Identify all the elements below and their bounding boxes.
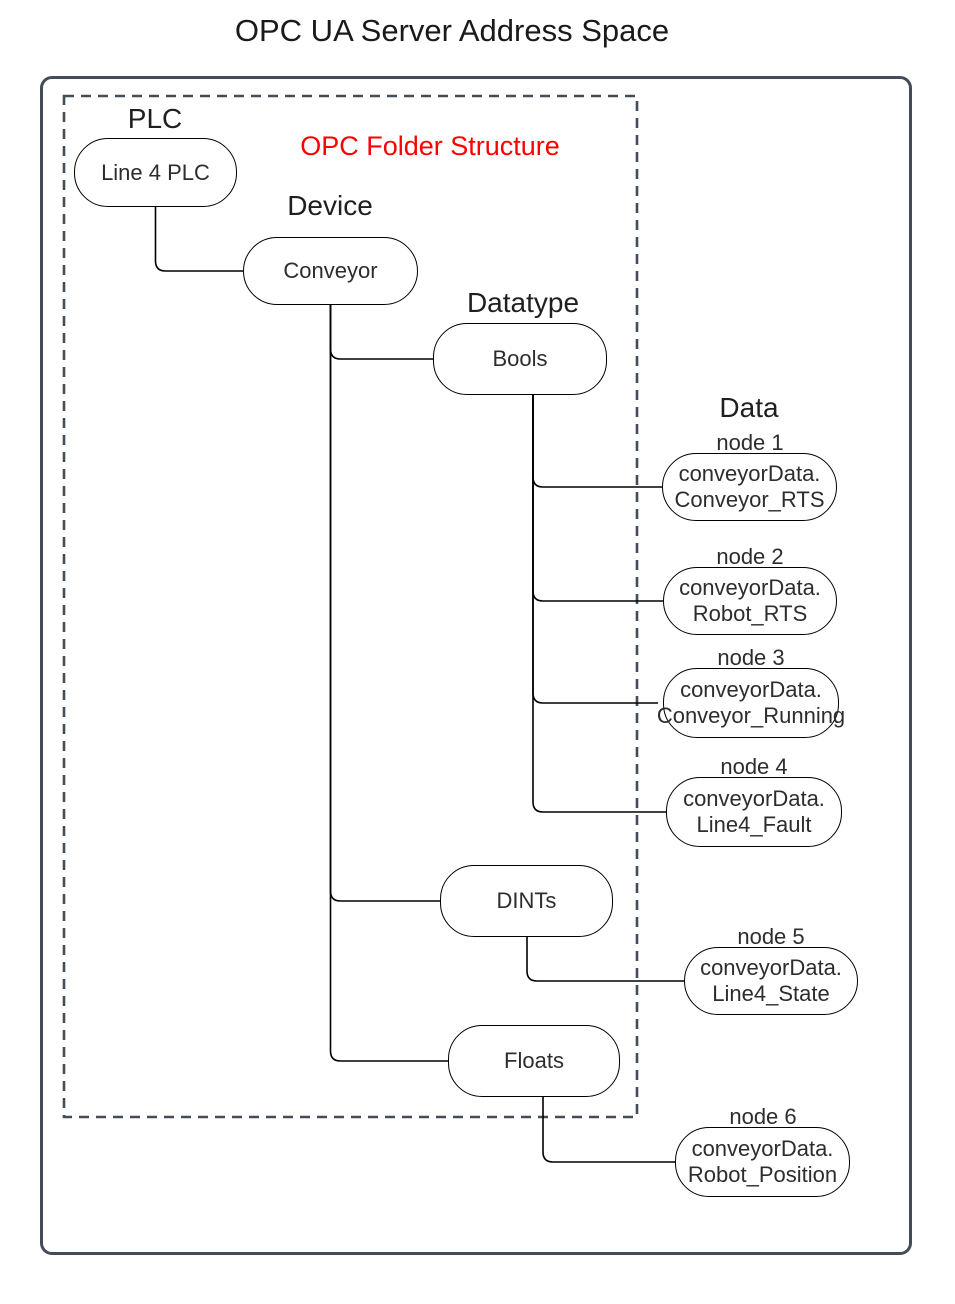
data-node-2: conveyorData. Robot_RTS: [663, 567, 837, 635]
data-node-6: conveyorData. Robot_Position: [675, 1127, 850, 1197]
column-label-plc: PLC: [127, 103, 183, 134]
data-node-1-line1: conveyorData.: [678, 461, 821, 486]
connector-bools-to-node2: [532, 395, 663, 602]
node-line4-plc-label: Line 4 PLC: [101, 159, 210, 185]
connector-plc-to-conveyor: [154, 207, 243, 272]
connector-bools-to-node1: [532, 395, 662, 488]
data-node-1-title: node 1: [716, 430, 784, 455]
data-node-3-line1: conveyorData.: [680, 677, 822, 702]
diagram-title: OPC UA Server Address Space: [234, 13, 670, 48]
data-node-4-line1: conveyorData.: [683, 786, 825, 811]
connector-conveyor-to-dints: [329, 305, 440, 902]
connector-bools-to-node3: [532, 395, 658, 704]
node-conveyor-label: Conveyor: [283, 258, 378, 283]
connector-conveyor-to-bools: [329, 305, 433, 360]
data-node-5-title: node 5: [737, 924, 805, 949]
data-node-3-title: node 3: [717, 645, 785, 670]
data-node-4: conveyorData. Line4_Fault: [666, 777, 842, 847]
opc-folder-structure-label: OPC Folder Structure: [300, 131, 560, 161]
connector-bools-to-node4: [532, 395, 666, 813]
data-node-1: conveyorData. Conveyor_RTS: [662, 453, 837, 521]
opc-folder-structure-dashed-frame: [62, 94, 639, 1119]
data-node-1-line2: Conveyor_RTS: [674, 487, 825, 512]
node-dints: DINTs: [440, 865, 613, 937]
node-bools-label: Bools: [492, 346, 548, 371]
data-node-3: conveyorData. Conveyor_Running: [657, 668, 845, 738]
data-node-5-line1: conveyorData.: [700, 955, 842, 980]
data-node-5: conveyorData. Line4_State: [684, 947, 858, 1015]
connector-conveyor-to-floats: [329, 305, 448, 1062]
node-bools: Bools: [433, 323, 607, 395]
node-floats: Floats: [448, 1025, 620, 1097]
column-label-data: Data: [719, 392, 779, 423]
connector-dints-to-node5: [526, 936, 684, 982]
node-line4-plc: Line 4 PLC: [74, 138, 237, 207]
data-node-6-title: node 6: [729, 1104, 797, 1129]
data-node-2-title: node 2: [716, 544, 784, 569]
data-node-4-line2: Line4_Fault: [696, 812, 812, 837]
data-node-5-line2: Line4_State: [712, 981, 830, 1006]
column-label-datatype: Datatype: [466, 287, 580, 318]
data-node-3-line2: Conveyor_Running: [656, 703, 846, 728]
data-node-2-line1: conveyorData.: [679, 575, 821, 600]
data-node-6-line1: conveyorData.: [691, 1136, 834, 1161]
data-node-2-line2: Robot_RTS: [692, 601, 808, 626]
node-dints-label: DINTs: [496, 888, 557, 913]
address-space-frame: [40, 76, 912, 1255]
node-floats-label: Floats: [504, 1048, 564, 1073]
data-node-6-line2: Robot_Position: [687, 1162, 838, 1187]
column-label-device: Device: [287, 190, 373, 221]
connector-floats-to-node6: [542, 1096, 675, 1163]
data-node-4-title: node 4: [720, 754, 788, 779]
node-conveyor: Conveyor: [243, 237, 418, 305]
